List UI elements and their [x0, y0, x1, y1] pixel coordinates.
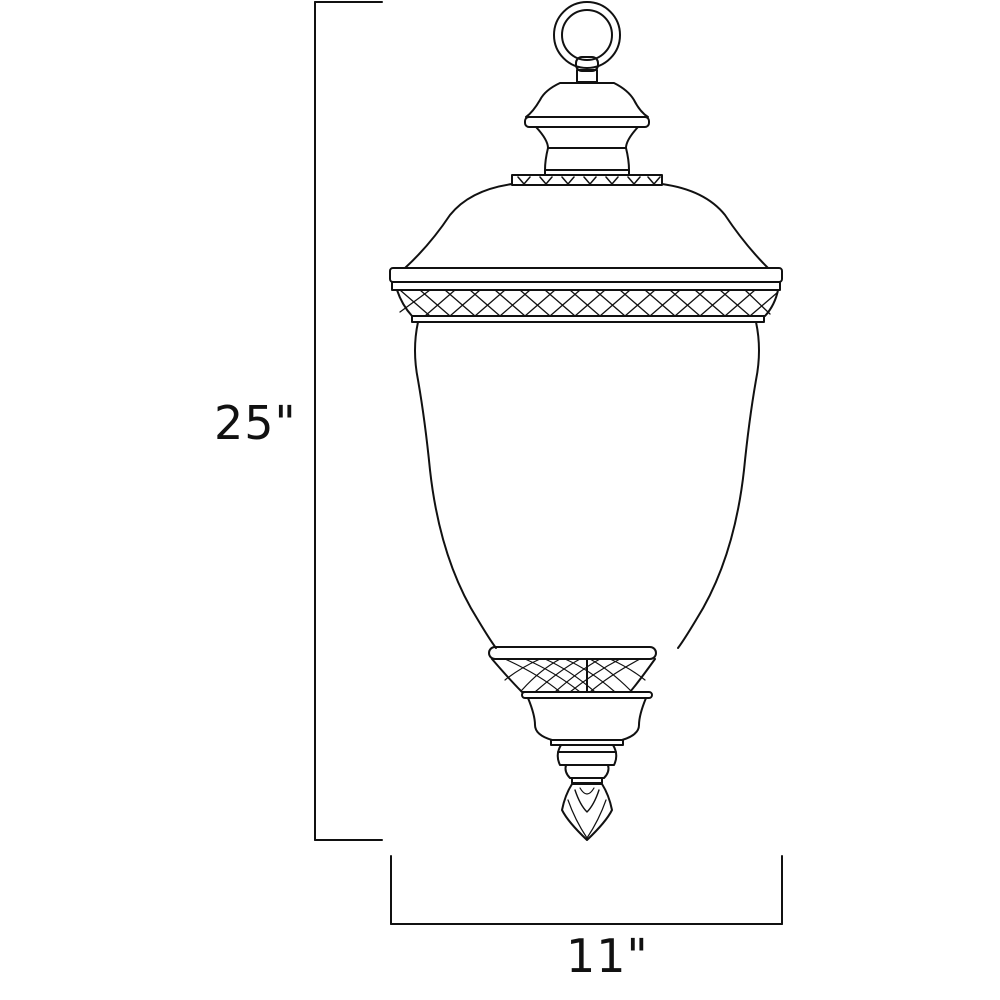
height-dimension-label: 25" [214, 396, 297, 450]
hanging-loop [553, 1, 621, 83]
glass-body [414, 321, 760, 649]
width-dimension-label: 11" [566, 929, 649, 983]
crown-band [511, 174, 663, 186]
width-dimension-bracket [390, 855, 783, 925]
bottom-bowl [527, 697, 647, 784]
lattice-band-lower [488, 646, 657, 699]
top-cap [524, 82, 650, 176]
height-dimension-bracket [314, 1, 383, 841]
lattice-band-upper [396, 289, 779, 323]
finial [561, 783, 613, 841]
dome-canopy [389, 183, 783, 291]
